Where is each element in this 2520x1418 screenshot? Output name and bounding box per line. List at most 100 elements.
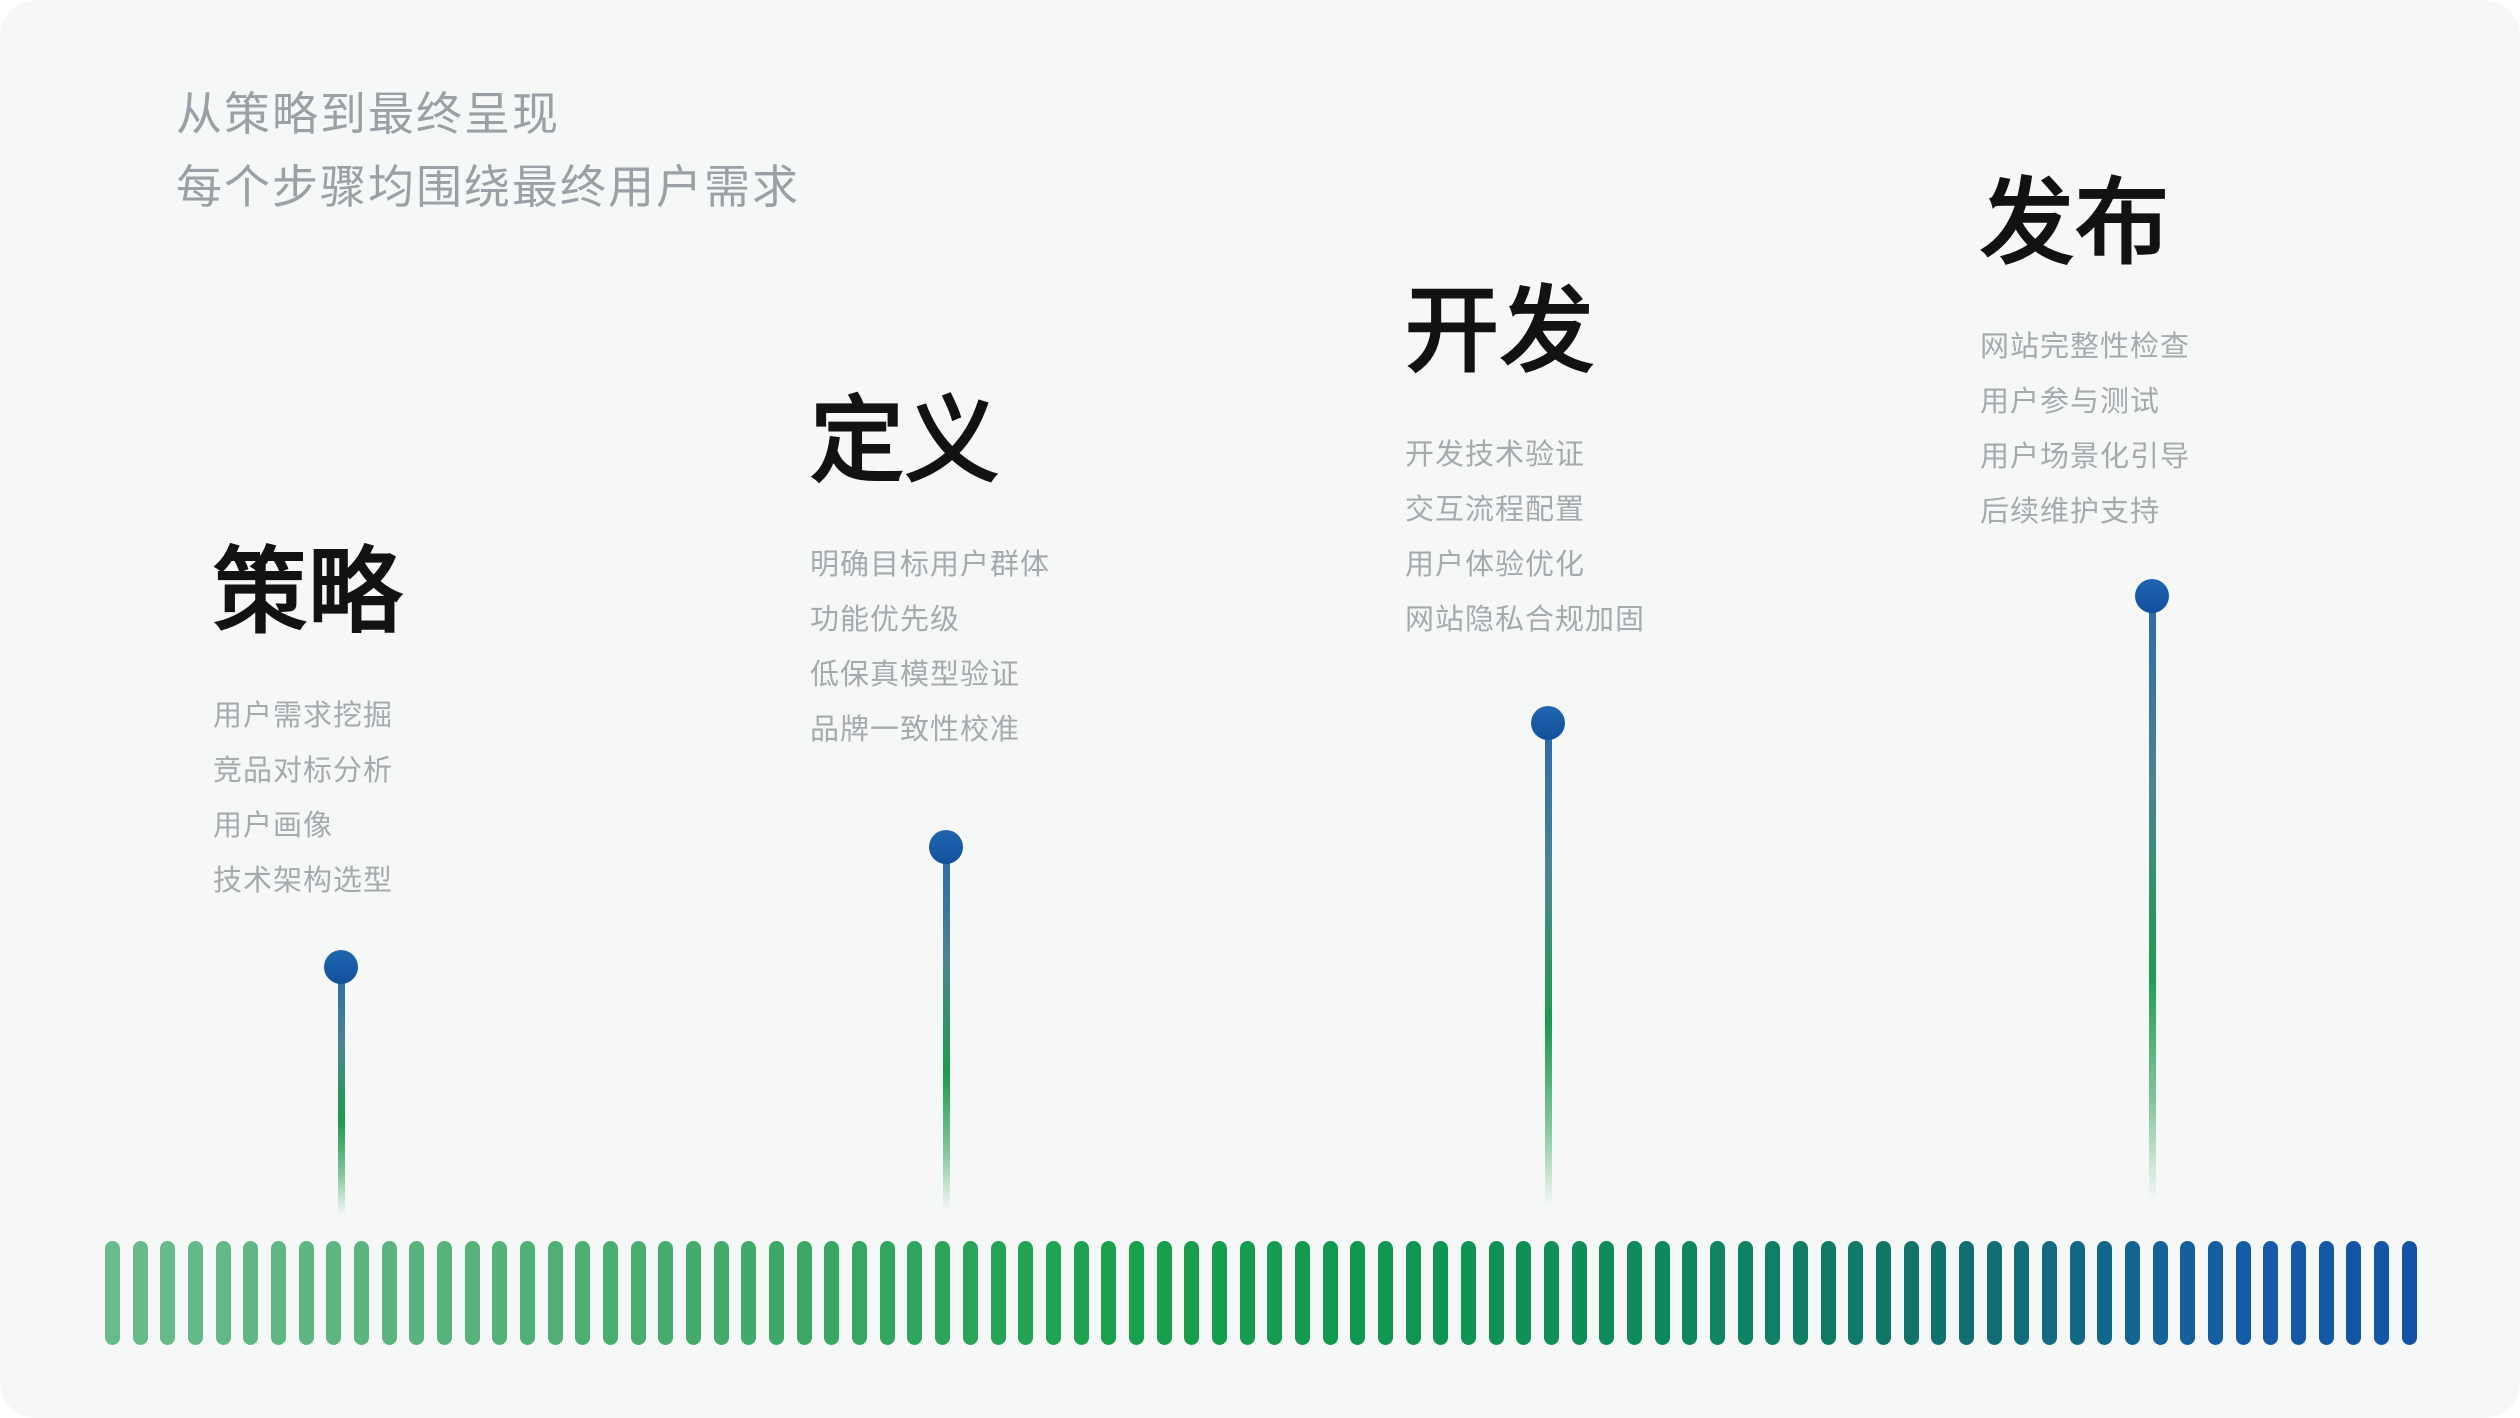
stage-launch: 发布 网站完整性检查 用户参与测试 用户场景化引导 后续维护支持 (1980, 176, 2190, 540)
timeline-bar (354, 1241, 370, 1345)
stage-item: 网站完整性检查 (1980, 331, 2191, 363)
timeline-bar (1156, 1241, 1172, 1345)
timeline-bar (547, 1241, 563, 1345)
timeline-bar (1876, 1241, 1891, 1345)
subtitle-line-2: 每个步骤均围绕最终用户需求 (176, 161, 800, 213)
stage-item: 用户画像 (213, 810, 334, 842)
timeline-bar (1239, 1241, 1255, 1345)
timeline-bar (935, 1241, 951, 1345)
timeline-bar (1267, 1241, 1283, 1345)
timeline-bar (2235, 1241, 2251, 1345)
timeline-bar (2291, 1241, 2307, 1345)
timeline-bar (1571, 1241, 1587, 1345)
stage-item-list: 用户需求挖掘 竞品对标分析 用户画像 技术架构选型 (213, 689, 403, 909)
timeline-stem (338, 967, 345, 1225)
timeline-bar (2125, 1241, 2141, 1345)
timeline-bar (1959, 1241, 1975, 1345)
timeline-bar (492, 1241, 508, 1345)
timeline-bar (1543, 1241, 1559, 1345)
timeline-bar (2014, 1241, 2030, 1345)
stage-item: 交互流程配置 (1405, 494, 1586, 526)
stage-title: 发布 (1980, 170, 2171, 275)
timeline-bar (796, 1241, 812, 1345)
timeline-bar (1101, 1241, 1117, 1345)
stage-title: 定义 (810, 388, 1001, 493)
timeline-bar (1350, 1241, 1366, 1345)
timeline-dot (324, 950, 358, 984)
timeline-stem (943, 847, 950, 1225)
stage-item: 后续维护支持 (1980, 496, 2161, 528)
timeline-bar (1377, 1241, 1393, 1345)
timeline-bar-strip (105, 1241, 2417, 1345)
stage-item: 网站隐私合规加固 (1405, 604, 1646, 636)
timeline-bar (1184, 1241, 1200, 1345)
timeline-bar (630, 1241, 646, 1345)
stage-strategy: 策略 用户需求挖掘 竞品对标分析 用户画像 技术架构选型 (213, 545, 403, 909)
timeline-bar (1073, 1241, 1089, 1345)
timeline-stem (2149, 596, 2156, 1225)
timeline-bar (326, 1241, 342, 1345)
stage-item: 功能优先级 (810, 604, 961, 636)
timeline-bar (520, 1241, 536, 1345)
timeline-bar (215, 1241, 231, 1345)
timeline-bar (907, 1241, 923, 1345)
timeline-bar (769, 1241, 785, 1345)
timeline-bar (2069, 1241, 2085, 1345)
stage-item: 用户体验优化 (1405, 549, 1586, 581)
timeline-bar (1931, 1241, 1947, 1345)
timeline-bar (1405, 1241, 1421, 1345)
timeline-bar (381, 1241, 397, 1345)
timeline-bar (824, 1241, 840, 1345)
stage-item-list: 开发技术验证 交互流程配置 用户体验优化 网站隐私合规加固 (1405, 428, 1645, 648)
timeline-bar (1820, 1241, 1836, 1345)
stage-title: 开发 (1405, 278, 1596, 383)
timeline-bar (1211, 1241, 1227, 1345)
stage-item: 品牌一致性校准 (810, 714, 1021, 746)
timeline-bar (271, 1241, 287, 1345)
timeline-bar (243, 1241, 259, 1345)
timeline-bar (879, 1241, 895, 1345)
page-subtitle: 从策略到最终呈现 每个步骤均围绕最终用户需求 (176, 78, 800, 224)
timeline-bar (1709, 1241, 1725, 1345)
timeline-bar (741, 1241, 757, 1345)
timeline-bar (2042, 1241, 2058, 1345)
timeline-bar (2263, 1241, 2279, 1345)
stage-item-list: 明确目标用户群体 功能优先级 低保真模型验证 品牌一致性校准 (810, 538, 1050, 758)
timeline-bar (2318, 1241, 2334, 1345)
timeline-bar (1322, 1241, 1338, 1345)
stage-item: 明确目标用户群体 (810, 549, 1051, 581)
stage-item: 低保真模型验证 (810, 659, 1021, 691)
subtitle-line-1: 从策略到最终呈现 (176, 88, 560, 140)
timeline-bar (437, 1241, 453, 1345)
timeline-bar (1599, 1241, 1615, 1345)
timeline-dot (929, 830, 963, 864)
stage-item: 用户场景化引导 (1980, 441, 2191, 473)
timeline-bar (962, 1241, 978, 1345)
stage-item-list: 网站完整性检查 用户参与测试 用户场景化引导 后续维护支持 (1980, 320, 2190, 540)
timeline-bar (658, 1241, 674, 1345)
timeline-bar (1626, 1241, 1642, 1345)
stage-item: 用户参与测试 (1980, 386, 2161, 418)
timeline-bar (575, 1241, 591, 1345)
timeline-bar (1433, 1241, 1449, 1345)
timeline-bar (2401, 1241, 2417, 1345)
stage-define: 定义 明确目标用户群体 功能优先级 低保真模型验证 品牌一致性校准 (810, 394, 1050, 758)
timeline-stem (1545, 723, 1552, 1225)
timeline-bar (188, 1241, 204, 1345)
timeline-bar (105, 1241, 120, 1345)
stage-item: 用户需求挖掘 (213, 700, 394, 732)
stage-develop: 开发 开发技术验证 交互流程配置 用户体验优化 网站隐私合规加固 (1405, 284, 1645, 648)
timeline-bar (409, 1241, 425, 1345)
timeline-bar (1018, 1241, 1034, 1345)
timeline-bar (1737, 1241, 1753, 1345)
stage-item: 开发技术验证 (1405, 439, 1586, 471)
timeline-bar (1294, 1241, 1310, 1345)
timeline-bar (1460, 1241, 1476, 1345)
timeline-bar (160, 1241, 176, 1345)
timeline-bar (298, 1241, 314, 1345)
timeline-dot (1531, 706, 1565, 740)
timeline-bar (1045, 1241, 1061, 1345)
timeline-bar (1792, 1241, 1808, 1345)
timeline-bar (132, 1241, 148, 1345)
